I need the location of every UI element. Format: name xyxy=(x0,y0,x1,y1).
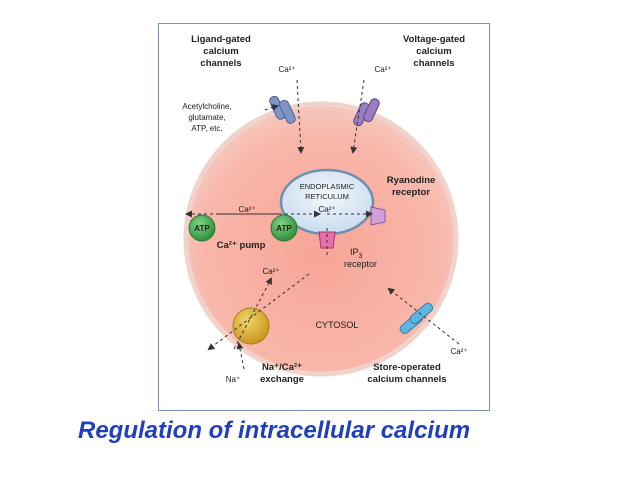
ca-label-voltage: Ca²⁺ xyxy=(374,65,391,74)
pump-label: Ca²⁺ pump xyxy=(217,240,266,251)
calcium-diagram: ENDOPLASMIC RETICULUM ATP xyxy=(182,34,467,385)
ligands-label-3: ATP, etc. xyxy=(191,124,222,133)
cytosol-label: CYTOSOL xyxy=(316,320,359,330)
store-operated-channel xyxy=(399,302,434,335)
calcium-regulation-figure: ENDOPLASMIC RETICULUM ATP xyxy=(158,23,490,411)
na-ca-exchanger xyxy=(232,307,270,345)
ip3-receptor-label: receptor xyxy=(344,259,377,269)
ryanodine-label-1: Ryanodine xyxy=(387,175,436,186)
er-label-line2: RETICULUM xyxy=(305,192,349,201)
er-pump xyxy=(270,214,298,242)
store-operated-label-1: Store-operated xyxy=(373,362,441,373)
exchanger-label-2: exchange xyxy=(260,374,304,385)
exchanger-label-1: Na⁺/Ca²⁺ xyxy=(262,362,302,373)
ca-label-ligand: Ca²⁺ xyxy=(278,65,295,74)
atp-label-left: ATP xyxy=(194,224,210,233)
ligands-label-1: Acetylcholine, xyxy=(182,102,231,111)
ligand-gated-label-3: channels xyxy=(200,58,241,69)
ligands-label-2: glutamate, xyxy=(188,113,225,122)
voltage-gated-channel xyxy=(353,98,380,127)
voltage-gated-label-3: channels xyxy=(413,58,454,69)
ryanodine-label-2: receptor xyxy=(392,187,430,198)
atp-label-right: ATP xyxy=(276,224,292,233)
ligand-gated-label-1: Ligand-gated xyxy=(191,34,251,45)
ca-label-cytosol: Ca²⁺ xyxy=(262,267,279,276)
plasma-membrane-pump xyxy=(188,214,216,242)
ca-label-store: Ca²⁺ xyxy=(450,347,467,356)
ip3-label: IP3 xyxy=(350,247,363,260)
flux-arrows xyxy=(185,79,460,370)
na-label: Na⁺ xyxy=(226,375,240,384)
ligand-gated-label-2: calcium xyxy=(203,46,238,57)
voltage-gated-label-2: calcium xyxy=(416,46,451,57)
voltage-gated-label-1: Voltage-gated xyxy=(403,34,465,45)
ryanodine-receptor xyxy=(370,206,386,226)
slide-caption: Regulation of intracellular calcium xyxy=(78,417,471,444)
er-label-line1: ENDOPLASMIC xyxy=(300,182,355,191)
ca-label-er: Ca²⁺ xyxy=(318,205,335,214)
ca-label-pump: Ca²⁺ xyxy=(238,205,255,214)
store-operated-label-2: calcium channels xyxy=(367,374,446,385)
